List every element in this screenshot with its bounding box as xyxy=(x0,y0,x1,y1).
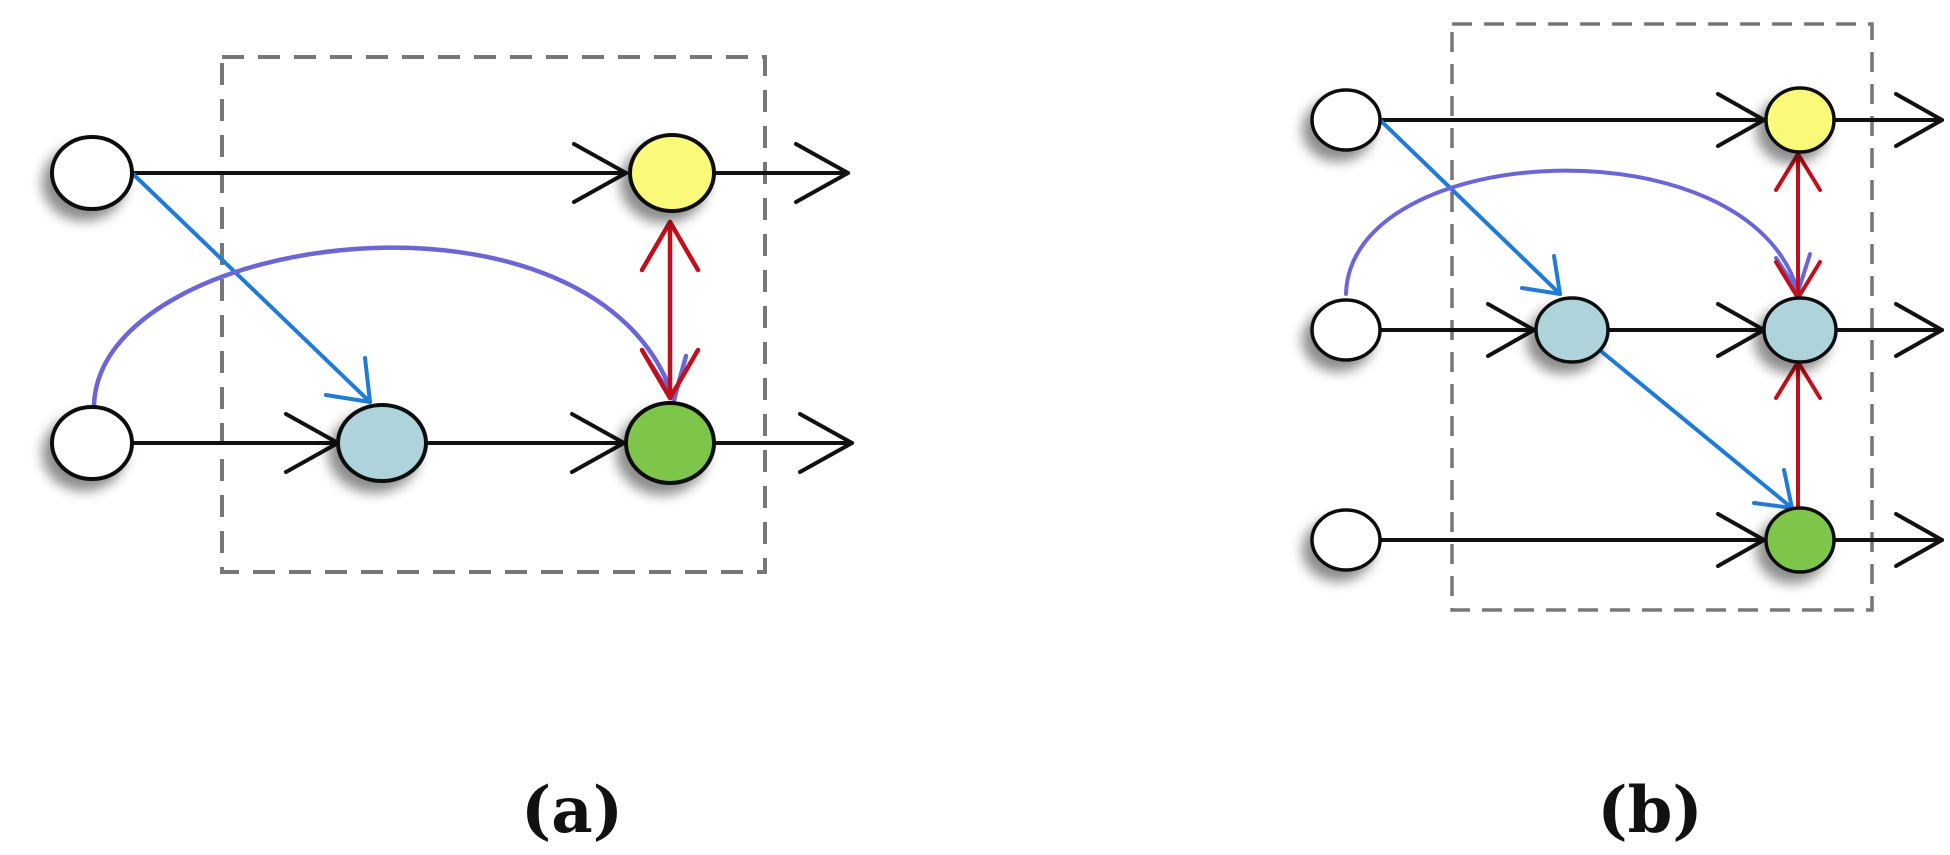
panel-a-caption: (a) xyxy=(521,773,623,848)
panel-b-caption: (b) xyxy=(1597,773,1702,848)
panel-b-diagonal-arrow-mid-to-output-bottom xyxy=(1600,350,1794,510)
panel-a-node-output-top xyxy=(628,133,716,213)
panel-a-nodes xyxy=(50,133,716,485)
panel-a-diagonal-arrow xyxy=(130,171,372,404)
panel-b-node-input-2 xyxy=(1310,298,1382,362)
panel-b-dashed-box xyxy=(1450,22,1874,612)
panel-b-bidirectional-arrow-bottom xyxy=(1774,360,1822,510)
panel-a-dashed-box xyxy=(220,55,767,574)
panel-b-arrow-output-bottom-out xyxy=(1834,512,1944,568)
panel-b-arrow-mid-to-output-mid xyxy=(1606,302,1766,358)
panel-a-arrow-output-bottom-out xyxy=(712,412,854,474)
panel-b-arrow-output-top-out xyxy=(1834,92,1944,148)
panel-b-node-mid xyxy=(1534,296,1610,364)
panel-b-nodes xyxy=(1310,86,1838,574)
panel-b-node-output-top xyxy=(1764,86,1836,154)
panel-a-curved-arrow xyxy=(91,245,689,408)
panel-a-flow-arrows xyxy=(130,142,854,474)
panel-a-node-input-top xyxy=(50,135,134,211)
panel-a-arrow-input-top-to-output-top xyxy=(130,142,628,204)
panel-b: (b) xyxy=(1310,22,1944,848)
panel-a-bidirectional-arrow xyxy=(639,219,701,401)
panel-b-bidirectional-arrow-top xyxy=(1774,152,1822,300)
panel-a-node-input-bottom xyxy=(50,405,134,481)
panel-b-curved-arrow xyxy=(1344,168,1812,296)
panel-b-arrow-input-3-to-output-bottom xyxy=(1378,512,1766,568)
panel-a-node-output-bottom xyxy=(624,401,716,485)
panel-b-node-input-3 xyxy=(1310,508,1382,572)
panel-b-node-input-1 xyxy=(1310,88,1382,152)
panel-b-node-output-bottom xyxy=(1764,506,1836,574)
panel-b-arrow-input-1-to-output-top xyxy=(1378,92,1766,148)
panel-a: (a) xyxy=(50,55,854,848)
panel-b-flow-arrows xyxy=(1378,92,1944,568)
panel-b-arrow-output-mid-out xyxy=(1834,302,1944,358)
panel-a-arrow-input-bottom-to-mid xyxy=(130,412,340,474)
panel-b-diagonal-arrow-input-1-to-mid xyxy=(1378,118,1562,296)
panel-a-node-mid xyxy=(336,403,428,483)
panel-b-arrow-input-2-to-mid xyxy=(1378,302,1536,358)
panel-a-arrow-mid-to-output-bottom xyxy=(422,412,626,474)
panel-a-arrow-output-top-out xyxy=(712,142,850,204)
panel-b-node-output-mid xyxy=(1762,296,1838,364)
